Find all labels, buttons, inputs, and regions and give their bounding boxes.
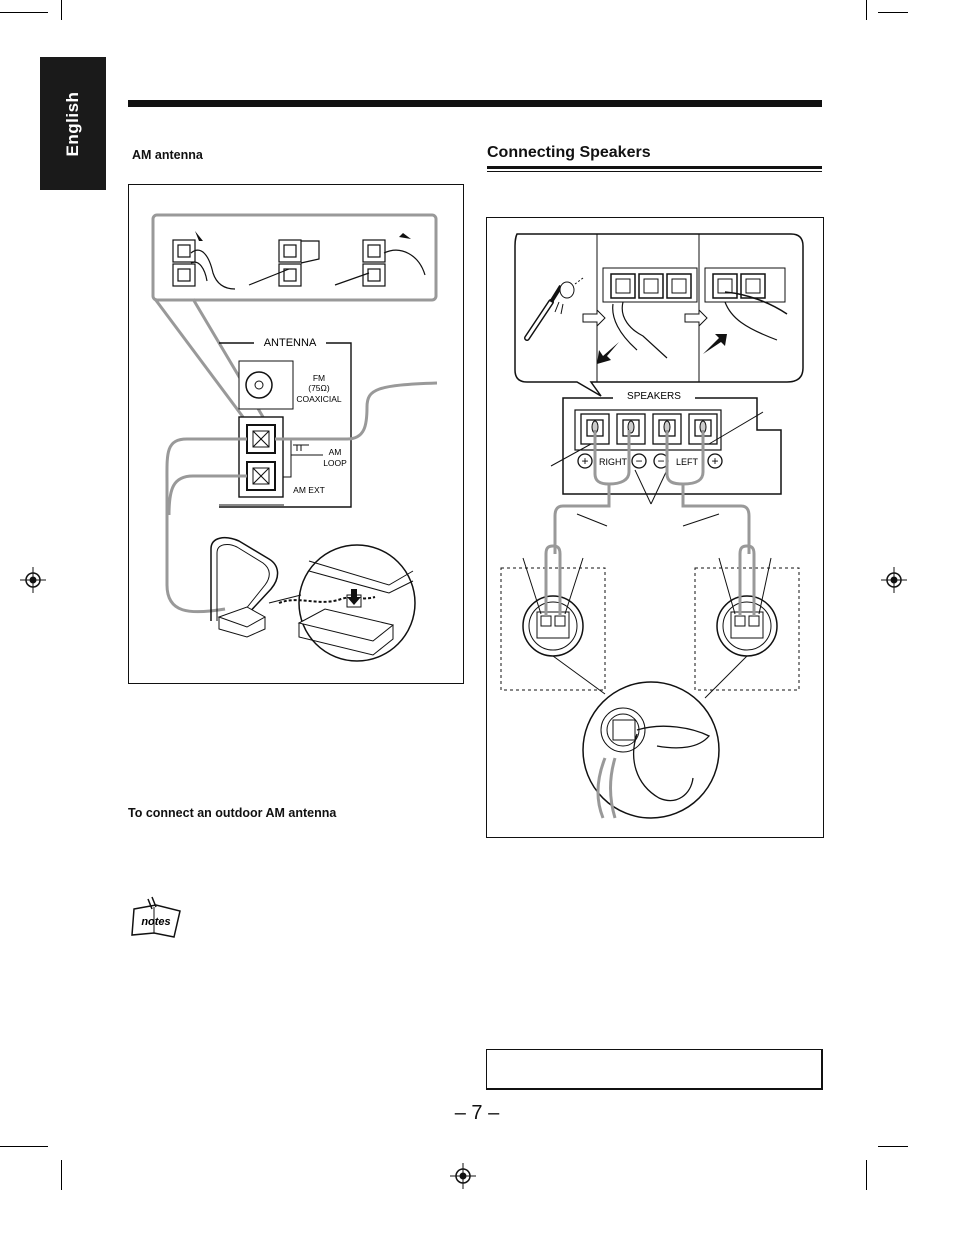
registration-mark-icon: [20, 567, 46, 593]
crop-mark: [0, 1146, 48, 1147]
registration-mark-icon: [450, 1163, 476, 1189]
language-tab-label: English: [63, 91, 82, 156]
antenna-panel-title: ANTENNA: [264, 337, 317, 349]
notes-icon-label: notes: [141, 916, 170, 928]
connecting-speakers-figure: SPEAKERS + RIGHT − − LEFT +: [486, 217, 824, 838]
speakers-panel-title: SPEAKERS: [627, 391, 681, 402]
note-box: [486, 1049, 823, 1090]
am-loop-label-2: LOOP: [323, 458, 347, 468]
left-channel-label: LEFT: [676, 457, 699, 467]
crop-mark: [61, 1160, 62, 1190]
am-loop-label: AM: [329, 447, 342, 457]
right-channel-label: RIGHT: [599, 457, 628, 467]
am-antenna-diagram: ANTENNA FM (75Ω) COAXICIAL AM LOOP AM EX…: [151, 213, 438, 662]
fm-coaxial-label: COAXICIAL: [296, 394, 342, 404]
fm-label: FM: [313, 373, 325, 383]
speaker-connection-diagram: SPEAKERS + RIGHT − − LEFT +: [500, 233, 804, 819]
registration-mark-icon: [881, 567, 907, 593]
crop-mark: [878, 12, 908, 13]
heading-rule: [487, 171, 822, 172]
language-tab: English: [40, 57, 106, 190]
left-minus-sign: −: [657, 454, 664, 468]
fm-impedance-label: (75Ω): [308, 383, 330, 393]
header-rule: [128, 100, 822, 107]
notes-icon: notes: [131, 896, 181, 938]
right-plus-sign: +: [581, 454, 588, 468]
crop-mark: [866, 0, 867, 20]
heading-rule: [487, 166, 822, 169]
outdoor-antenna-heading: To connect an outdoor AM antenna: [128, 806, 337, 820]
crop-mark: [61, 0, 62, 20]
crop-mark: [878, 1146, 908, 1147]
am-ext-label: AM EXT: [293, 485, 325, 495]
crop-mark: [0, 12, 48, 13]
am-antenna-heading: AM antenna: [132, 148, 203, 162]
left-plus-sign: +: [711, 454, 718, 468]
am-antenna-figure: ANTENNA FM (75Ω) COAXICIAL AM LOOP AM EX…: [128, 184, 464, 684]
connecting-speakers-heading: Connecting Speakers: [487, 144, 651, 161]
page-number: – 7 –: [454, 1102, 500, 1124]
right-minus-sign: −: [635, 454, 642, 468]
crop-mark: [866, 1160, 867, 1190]
